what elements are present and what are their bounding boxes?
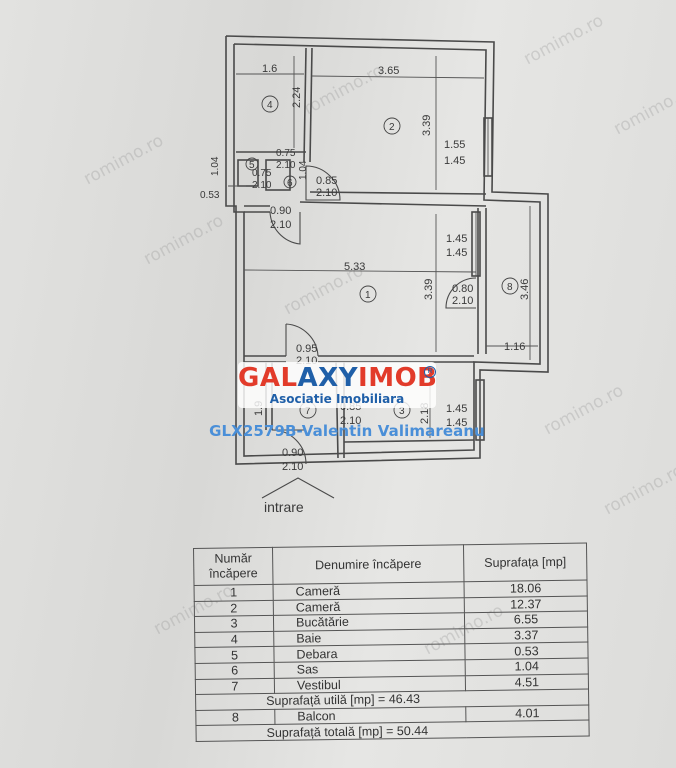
- room-number: 5: [194, 646, 275, 664]
- room-number: 2: [194, 599, 274, 617]
- door-swings: [269, 165, 477, 465]
- room-area: 6.55: [464, 611, 588, 629]
- svg-text:2: 2: [389, 122, 395, 133]
- room-number: 4: [194, 631, 274, 648]
- agent-reference: GLX2579B-Valentin Valimareanu: [209, 422, 485, 440]
- svg-text:3.46: 3.46: [519, 279, 531, 300]
- dimension-labels: 1.6 3.65 2.24 3.39 1.55 1.45 0.75 2.10 1…: [200, 63, 531, 473]
- svg-text:1.04: 1.04: [298, 160, 309, 180]
- svg-text:4: 4: [267, 100, 273, 111]
- svg-text:0.80: 0.80: [452, 283, 473, 295]
- svg-text:1: 1: [365, 290, 371, 301]
- room-area: 12.37: [464, 595, 588, 613]
- svg-text:3.65: 3.65: [378, 65, 399, 77]
- room-area: 4.01: [465, 704, 589, 723]
- floor-plan-drawing: 1.6 3.65 2.24 3.39 1.55 1.45 0.75 2.10 1…: [200, 35, 549, 515]
- svg-text:8: 8: [507, 282, 513, 293]
- svg-text:2.10: 2.10: [340, 415, 361, 427]
- room-number: 8: [195, 709, 275, 726]
- agency-logo: GALAXYIMOB Asociatie Imobiliara: [238, 362, 438, 408]
- table-header-row: Număr încăpere Denumire încăpere Suprafa…: [193, 543, 587, 586]
- svg-text:1.45: 1.45: [446, 417, 467, 429]
- svg-text:0.85: 0.85: [316, 175, 337, 187]
- svg-text:1.45: 1.45: [446, 233, 467, 245]
- logo-name: GALAXYIMOB: [238, 363, 438, 393]
- room-number: 6: [195, 662, 275, 680]
- room-area: 3.37: [464, 626, 588, 645]
- room-number: 3: [194, 615, 274, 633]
- svg-text:2.10: 2.10: [282, 461, 303, 473]
- svg-text:6: 6: [287, 178, 293, 189]
- entrance-marker: intrare: [261, 477, 335, 515]
- registered-mark: R: [424, 366, 436, 378]
- room-number: 7: [195, 677, 275, 695]
- svg-text:3.39: 3.39: [421, 115, 433, 136]
- svg-text:1.45: 1.45: [446, 403, 467, 415]
- svg-text:2.10: 2.10: [276, 160, 296, 171]
- svg-text:2.10: 2.10: [270, 219, 291, 231]
- svg-text:0.75: 0.75: [252, 168, 272, 179]
- svg-text:3: 3: [399, 406, 405, 417]
- svg-text:1.55: 1.55: [444, 139, 465, 151]
- svg-text:7: 7: [305, 406, 311, 417]
- svg-text:0.90: 0.90: [282, 447, 303, 459]
- svg-text:2.10: 2.10: [316, 187, 337, 199]
- svg-text:1.45: 1.45: [446, 247, 467, 259]
- header-room-name: Denumire încăpere: [272, 544, 464, 585]
- room-area-table: Număr încăpere Denumire încăpere Suprafa…: [193, 542, 590, 742]
- room-area: 0.53: [464, 642, 589, 660]
- logo-subtitle: Asociatie Imobiliara: [269, 392, 405, 406]
- svg-text:1.45: 1.45: [444, 155, 465, 167]
- svg-text:5.33: 5.33: [344, 261, 365, 273]
- svg-text:5: 5: [249, 160, 255, 171]
- svg-text:2.24: 2.24: [291, 87, 303, 108]
- svg-text:1.04: 1.04: [210, 156, 221, 176]
- svg-text:intrare: intrare: [264, 499, 304, 515]
- room-area: 4.51: [465, 673, 589, 691]
- svg-text:0.53: 0.53: [200, 190, 220, 201]
- svg-text:1.6: 1.6: [262, 63, 277, 75]
- room-markers: 4 2 5 6 1 8 7 3: [245, 95, 519, 419]
- svg-text:1.16: 1.16: [504, 341, 525, 353]
- header-area: Suprafața [mp]: [463, 543, 587, 582]
- room-area: 1.04: [465, 657, 589, 676]
- svg-text:0.90: 0.90: [270, 205, 291, 217]
- svg-text:0.75: 0.75: [276, 148, 296, 159]
- room-number: 1: [194, 584, 274, 602]
- header-room-number: Număr încăpere: [193, 547, 274, 586]
- room-area: 18.06: [463, 580, 588, 598]
- svg-text:3.39: 3.39: [423, 279, 435, 300]
- svg-text:2.10: 2.10: [452, 295, 473, 307]
- svg-text:0.95: 0.95: [296, 343, 317, 355]
- svg-text:2.10: 2.10: [252, 180, 272, 191]
